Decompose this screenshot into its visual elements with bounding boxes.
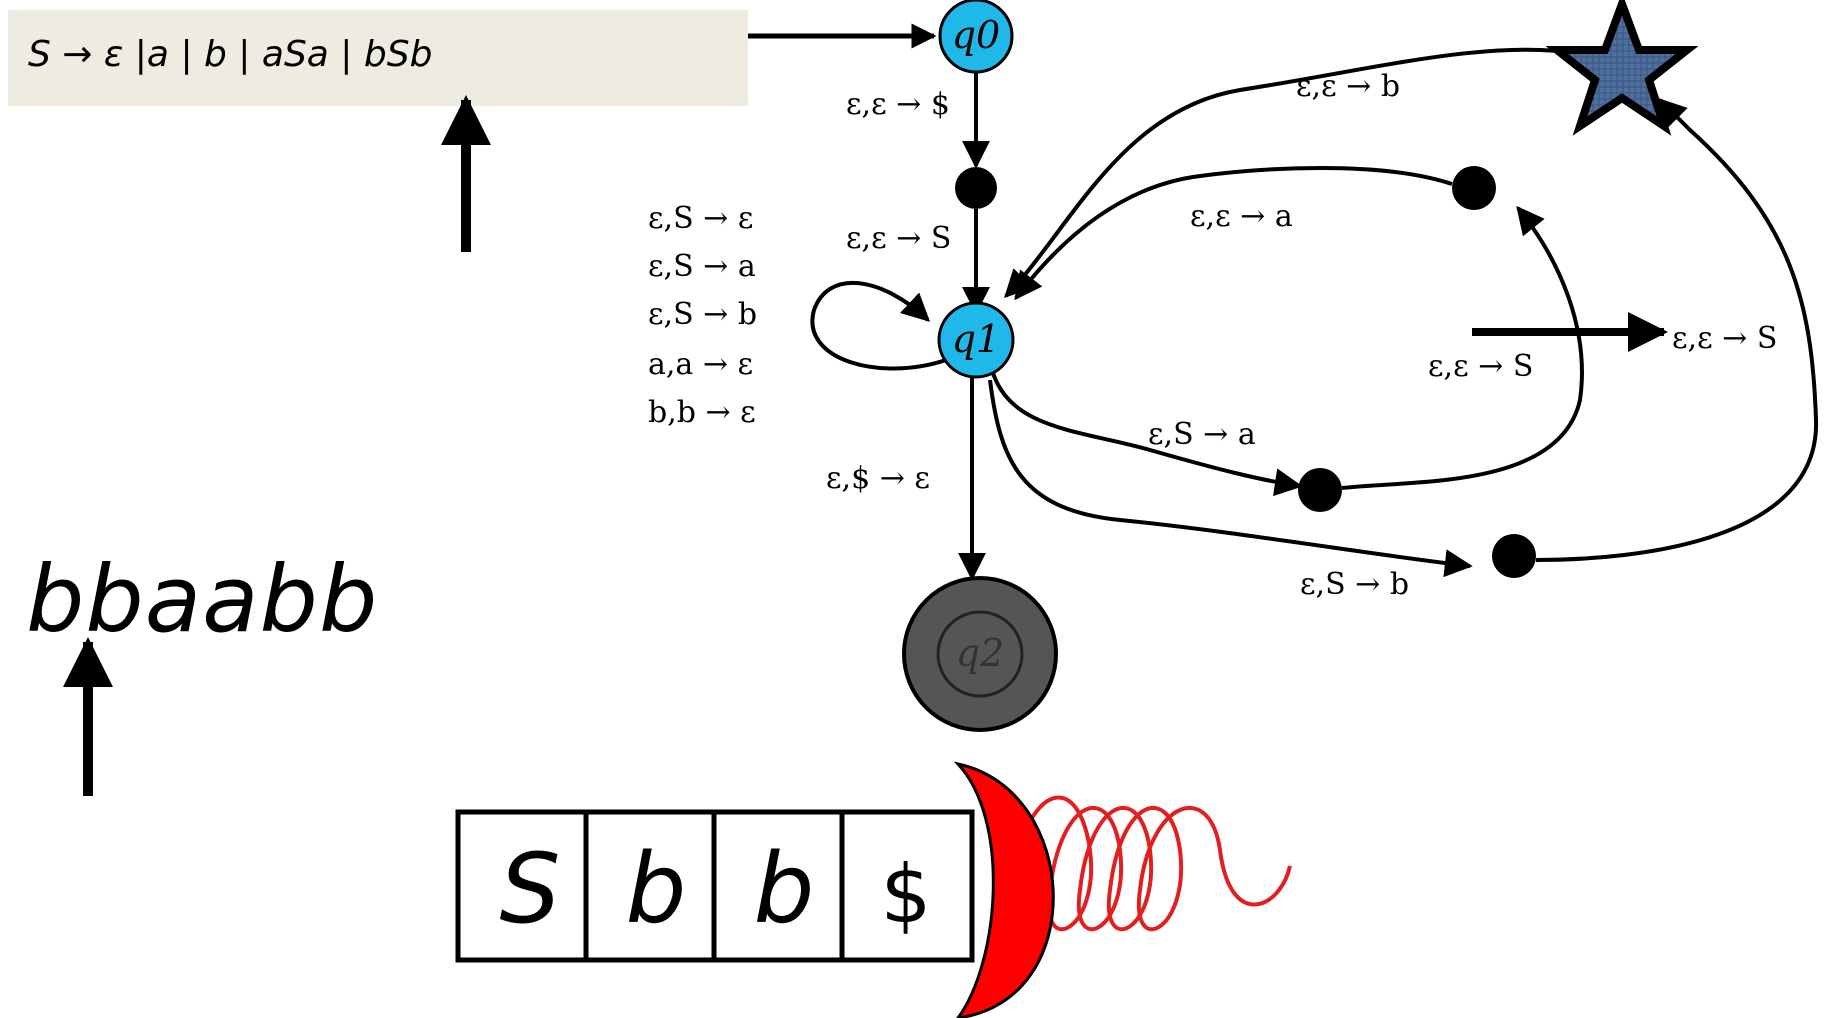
stack-cell-3: $ xyxy=(881,848,932,941)
grammar-box: S → ε |a | b | aSa | bSb xyxy=(8,10,748,106)
intermediate-node-b xyxy=(1492,534,1536,578)
intermediate-node-a xyxy=(1298,468,1342,512)
intermediate-node-m xyxy=(1452,166,1496,210)
label-q1-q2: ε,$ → ε xyxy=(826,461,930,496)
intermediate-node-1 xyxy=(955,167,997,209)
label-lower-a: ε,S → a xyxy=(1148,417,1256,452)
label-loop-2: ε,S → b xyxy=(648,297,757,332)
state-q2-label: q2 xyxy=(956,631,1005,675)
label-loop-3: a,a → ε xyxy=(648,347,753,382)
label-inner-right: ε,ε → S xyxy=(1428,349,1533,384)
state-q0-label: q0 xyxy=(952,13,1001,57)
stack-cell-2: b xyxy=(754,833,815,945)
state-q2: q2 xyxy=(902,576,1058,732)
edge-nodeA-nodeM xyxy=(1341,205,1584,490)
state-q1-label: q1 xyxy=(952,317,1001,361)
label-lower-b: ε,S → b xyxy=(1300,567,1409,602)
label-loop-0: ε,S → ε xyxy=(648,201,753,236)
edge-q1-nodeA xyxy=(990,369,1303,497)
q1-self-loop xyxy=(810,280,947,371)
stack-cell-0: S xyxy=(500,833,561,945)
stack-spring xyxy=(1016,795,1292,932)
label-q0-mid: ε,ε → $ xyxy=(846,87,950,122)
input-string: bbaabb xyxy=(26,546,379,653)
edge-q1-nodeB xyxy=(988,379,1473,578)
stack: S b b $ xyxy=(455,809,975,963)
label-upper-loop: ε,ε → b xyxy=(1296,69,1400,104)
edge-nodeB-star xyxy=(1535,98,1819,562)
label-mid-q1: ε,ε → S xyxy=(846,221,951,256)
star-icon xyxy=(1545,0,1699,136)
label-loop-4: b,b → ε xyxy=(648,395,756,430)
label-middle-right: ε,ε → S xyxy=(1672,321,1777,356)
edge-star-q1 xyxy=(1004,47,1581,299)
label-middle-loop: ε,ε → a xyxy=(1190,199,1293,234)
label-loop-1: ε,S → a xyxy=(648,249,756,284)
state-q1: q1 xyxy=(937,301,1015,379)
grammar-rule: S → ε |a | b | aSa | bSb xyxy=(28,34,433,75)
edge-nodeM-q1 xyxy=(1014,166,1453,301)
stack-pusher xyxy=(953,761,1055,1018)
stack-cell-1: b xyxy=(626,833,687,945)
state-q0: q0 xyxy=(938,0,1014,74)
